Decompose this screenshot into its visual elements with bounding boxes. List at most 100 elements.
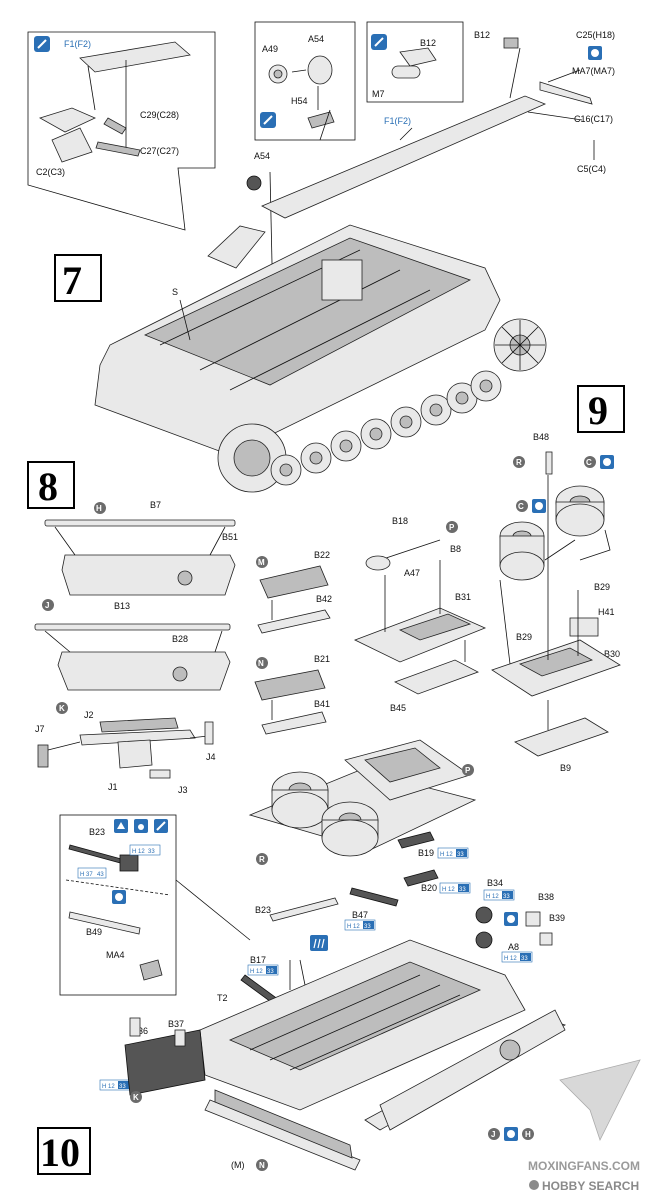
- svg-text:H: H: [486, 894, 490, 900]
- svg-text:H: H: [347, 924, 351, 930]
- paint-icons: [114, 819, 168, 833]
- sprue-letter-h: H: [525, 1130, 531, 1139]
- paint-code-h12: H 12: [132, 849, 145, 855]
- label-b7: B7: [150, 500, 161, 510]
- label-m-optional: (M): [231, 1160, 245, 1170]
- step-7-number: 7: [62, 258, 82, 303]
- decal-icon: [112, 890, 126, 904]
- label-c27: C27(C27): [140, 146, 179, 156]
- svg-text:H: H: [250, 969, 254, 975]
- svg-text:33: 33: [459, 887, 466, 893]
- sprue-letter-p: P: [465, 766, 471, 775]
- paint-chip-b20: H 12 33: [439, 882, 471, 894]
- label-b8: B8: [450, 544, 461, 554]
- paint-chip-b17: H 12 33: [247, 964, 279, 976]
- label-a54: A54: [308, 34, 324, 44]
- svg-text:12: 12: [492, 894, 499, 900]
- label-b12: B12: [420, 38, 436, 48]
- step-8-number: 8: [38, 464, 58, 509]
- label-b22: B22: [314, 550, 330, 560]
- step7-inset-a: F1(F2) C29(C28) C27(C27) C2(C3): [27, 31, 216, 231]
- hobby-search-logo-icon: [529, 1180, 539, 1190]
- paint-code-33: 33: [148, 849, 155, 855]
- sprue-letter-k: K: [133, 1093, 139, 1102]
- label-s: S: [172, 287, 178, 297]
- step-9-box: [577, 385, 625, 433]
- svg-text:12: 12: [446, 852, 453, 858]
- hull-body: S: [94, 224, 501, 456]
- label-b45: B45: [390, 703, 406, 713]
- step7-inset-c: B12 M7: [366, 21, 464, 103]
- label-c2: C2(C3): [36, 167, 65, 177]
- label-j4: J4: [206, 752, 216, 762]
- brush-icon: [260, 112, 276, 128]
- label-b29: B29: [594, 582, 610, 592]
- label-c5: C5(C4): [577, 164, 606, 174]
- label-ma4: MA4: [106, 950, 125, 960]
- sprue-letter-r: R: [259, 855, 265, 864]
- label-f1-main: F1(F2): [384, 116, 411, 126]
- sprue-letter-n: N: [258, 659, 264, 668]
- lower-hull: [199, 939, 566, 1171]
- label-a49: A49: [262, 44, 278, 54]
- label-b23-inset: B23: [89, 827, 105, 837]
- brush-icon: [371, 34, 387, 50]
- decal-icon: [588, 46, 602, 60]
- sprue-letter-c: C: [518, 502, 524, 511]
- paint-chip-b47: H 12 33: [344, 919, 376, 931]
- label-a47: A47: [404, 568, 420, 578]
- svg-text:H: H: [440, 852, 444, 858]
- label-j2: J2: [84, 710, 94, 720]
- road-wheels: [217, 318, 547, 493]
- label-f1: F1(F2): [64, 39, 91, 49]
- label-c16: C16(C17): [574, 114, 613, 124]
- label-b21: B21: [314, 654, 330, 664]
- label-b13: B13: [114, 601, 130, 611]
- sprue-letter-c: C: [586, 458, 592, 467]
- sprue-letter-k: K: [59, 704, 65, 713]
- svg-text:12: 12: [510, 956, 517, 962]
- label-c25: C25(H18): [576, 30, 615, 40]
- label-b34: B34: [487, 878, 503, 888]
- svg-text:12: 12: [448, 887, 455, 893]
- step-9-number: 9: [588, 388, 608, 433]
- label-b29: B29: [516, 632, 532, 642]
- label-b17: B17: [250, 955, 266, 965]
- label-h54: H54: [291, 96, 308, 106]
- svg-text:33: 33: [364, 924, 371, 930]
- sprue-letter-j: J: [45, 601, 49, 610]
- label-m7: M7: [372, 89, 385, 99]
- decal-icon: [504, 1127, 518, 1141]
- sprue-letter-p: P: [449, 523, 455, 532]
- step-9: 9 R B48 C C B29 H41 B29 B30 B9: [491, 385, 625, 773]
- label-a54-main: A54: [254, 151, 270, 161]
- label-h41: H41: [598, 607, 615, 617]
- step-7: F1(F2) C29(C28) C27(C27) C2(C3) A49 A54 …: [27, 21, 615, 493]
- step-8-box: [27, 461, 75, 509]
- label-a8: A8: [508, 942, 519, 952]
- label-b49: B49: [86, 927, 102, 937]
- label-b31: B31: [455, 592, 471, 602]
- svg-text:12: 12: [256, 969, 263, 975]
- label-b9: B9: [560, 763, 571, 773]
- label-b47: B47: [352, 910, 368, 920]
- decal-icon: [532, 499, 546, 513]
- label-b37: B37: [168, 1019, 184, 1029]
- svg-text:H: H: [504, 956, 508, 962]
- label-c29: C29(C28): [140, 110, 179, 120]
- step7-inset-b: A49 A54 H54: [254, 21, 356, 141]
- sprue-letter-n: N: [259, 1161, 265, 1170]
- svg-text:12: 12: [108, 1084, 115, 1090]
- pattern-icon: [310, 935, 328, 951]
- label-t2: T2: [217, 993, 228, 1003]
- paint-chip-a8: H 12 33: [501, 951, 533, 963]
- svg-text:33: 33: [521, 956, 528, 962]
- step-10: B23 H 12 33 H 37 43 B49 MA4: [37, 739, 566, 1175]
- label-b30: B30: [604, 649, 620, 659]
- step-10-box: [37, 1127, 91, 1175]
- svg-text:33: 33: [457, 852, 464, 858]
- step-10-number: 10: [40, 1130, 80, 1175]
- label-b12-main: B12: [474, 30, 490, 40]
